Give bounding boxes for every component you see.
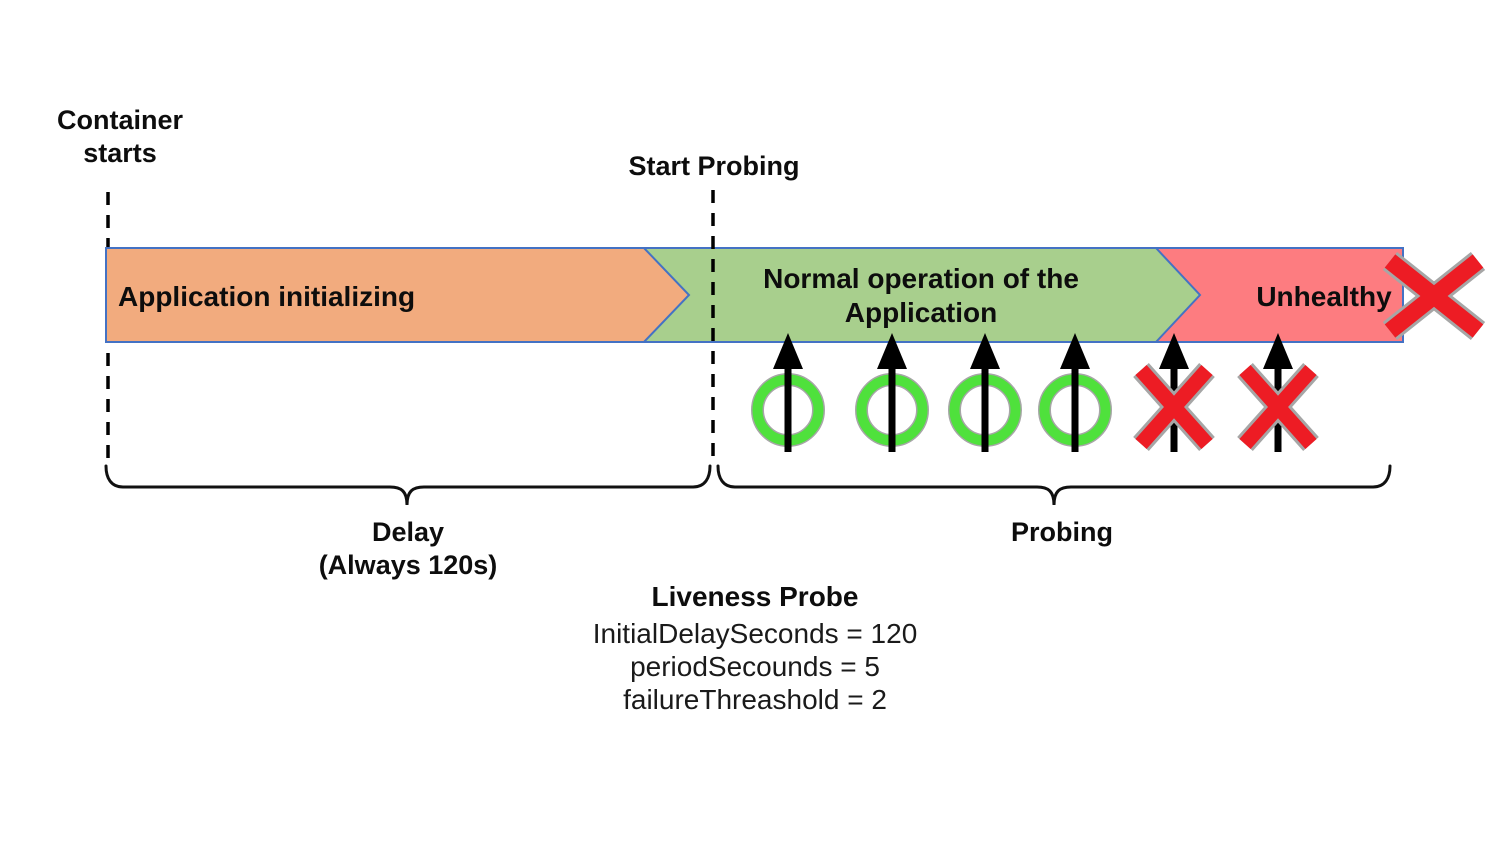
probing-brace [716,464,1392,506]
start-probing-label: Start Probing [628,151,800,181]
phase-initializing-label: Application initializing [118,281,416,312]
probe-arrow-head [773,333,803,369]
unhealthy-terminal-x [1382,252,1486,340]
delay-brace [104,464,712,506]
probe-success-2 [855,333,929,452]
phase-unhealthy-label: Unhealthy [1256,281,1392,312]
probe-arrow-head [1060,333,1090,369]
probe-success-4 [1038,333,1112,452]
probe-arrow-head [1263,333,1293,369]
unhealthy-x-icon [1384,254,1484,338]
config-title: Liveness Probe [651,581,859,612]
probe-failure-x-icon [1135,365,1213,449]
config-initial-delay-seconds: InitialDelaySeconds = 120 [592,618,918,649]
probe-success-1 [751,333,825,452]
liveness-probe-config: Liveness Probe InitialDelaySeconds = 120… [593,581,918,716]
probe-success-3 [948,333,1022,452]
probe-arrow-head [970,333,1000,369]
config-period-seconds: periodSecounds = 5 [630,651,880,682]
phase-normal-operation-label: Normal operation of the Application [763,263,1079,329]
delay-span-label: Delay (Always 120s) [318,517,498,580]
config-failure-threshold: failureThreashold = 2 [623,684,887,715]
container-starts-label: Container starts [56,105,184,168]
probe-failure-1 [1133,333,1215,452]
probe-failure-2 [1237,333,1319,452]
probe-failure-x-icon [1239,365,1317,449]
probe-arrow-head [1159,333,1189,369]
phase-initializing-segment [105,247,691,343]
probing-span-label: Probing [1011,517,1113,547]
probe-arrow-head [877,333,907,369]
